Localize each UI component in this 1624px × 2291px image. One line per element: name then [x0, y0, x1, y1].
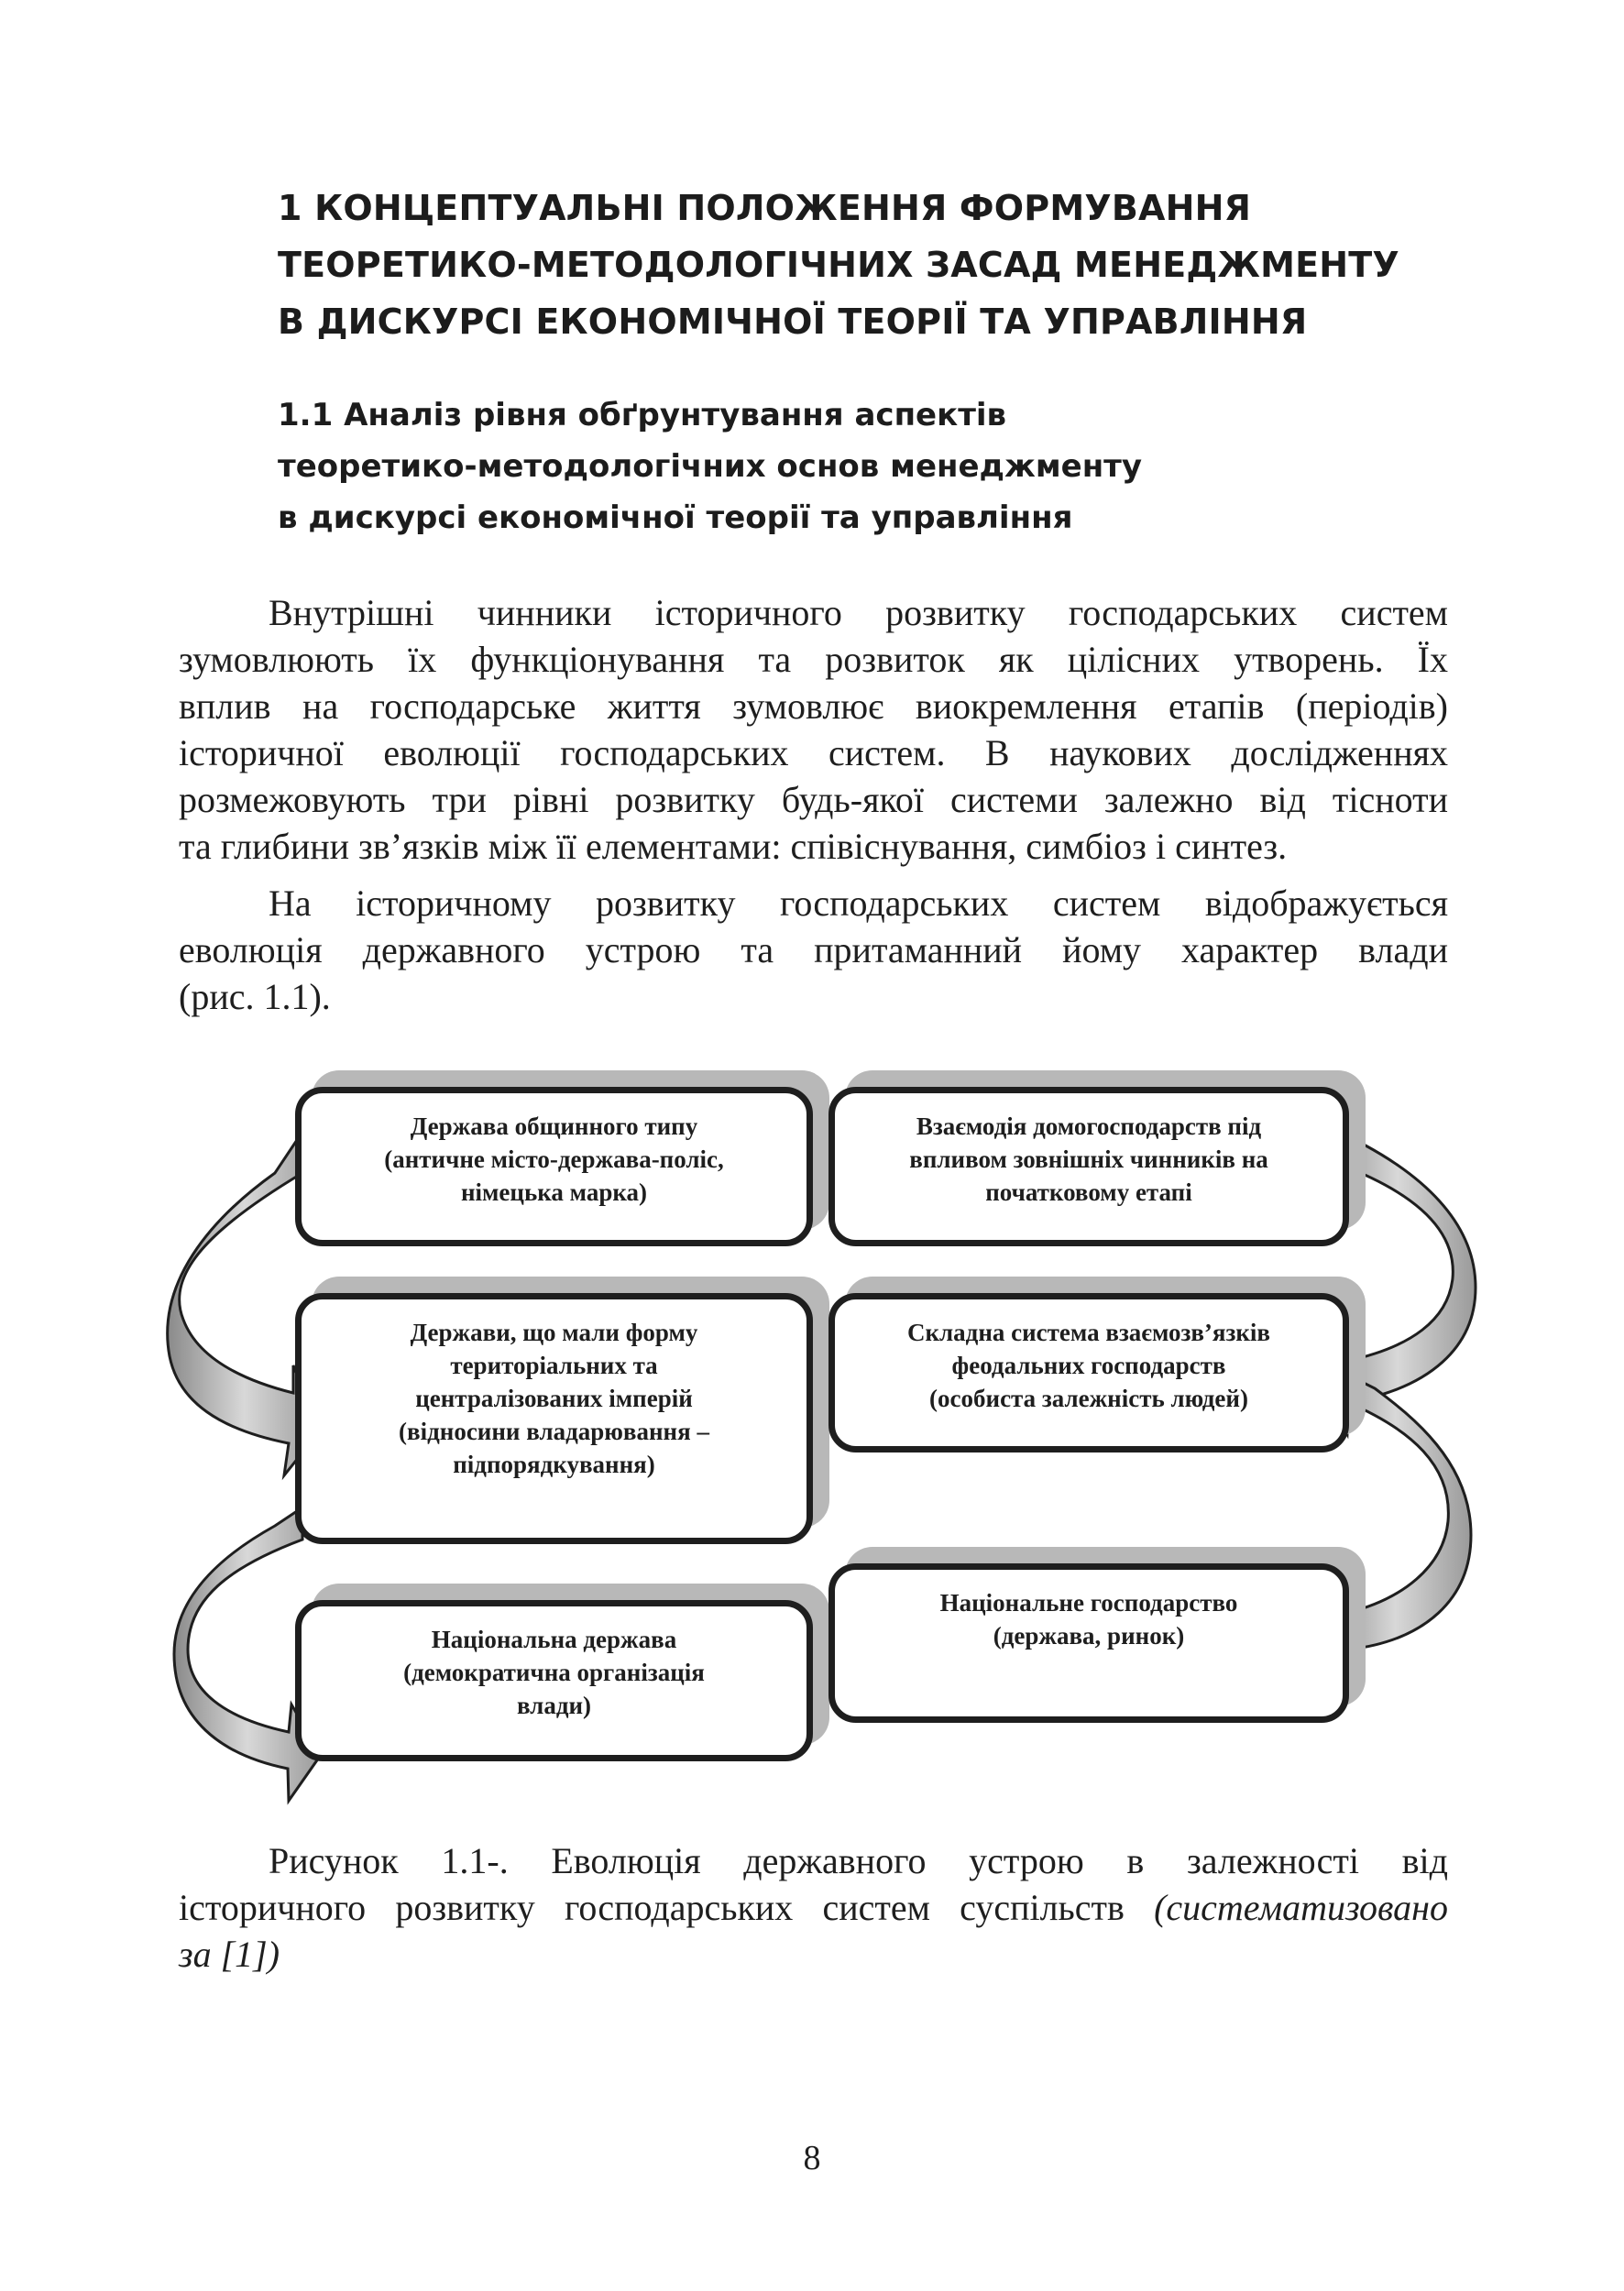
- chapter-title-line: ТЕОРЕТИКО-МЕТОДОЛОГІЧНИХ ЗАСАД МЕНЕДЖМЕН…: [278, 245, 1399, 285]
- chapter-title-line: В ДИСКУРСІ ЕКОНОМІЧНОЇ ТЕОРІЇ ТА УПРАВЛІ…: [278, 301, 1308, 342]
- diagram-box-national-state: Національна держава (демократична органі…: [295, 1600, 813, 1761]
- box-label: Держава общинного типу (античне місто-де…: [384, 1113, 724, 1206]
- caption-line: за [1]): [179, 1931, 1448, 1978]
- diagram-box-national-economy: Національне господарство (держава, ринок…: [828, 1563, 1349, 1723]
- body-paragraph: Внутрішні чинники історичного розвитку г…: [179, 589, 1448, 870]
- box-label: Взаємодія домогосподарств під впливом зо…: [909, 1113, 1268, 1206]
- body-paragraph: На історичному розвитку господарських си…: [179, 880, 1448, 1020]
- section-title: 1.1 Аналіз рівня обґрунтування аспектів …: [278, 389, 1469, 543]
- chapter-title: 1 КОНЦЕПТУАЛЬНІ ПОЛОЖЕННЯ ФОРМУВАННЯ ТЕО…: [278, 180, 1469, 350]
- paragraph-line: зумовлюють їх функціонування та розвиток…: [179, 639, 1448, 680]
- diagram-box-feudal-system: Складна система взаємозв’язків феодальни…: [828, 1293, 1349, 1452]
- diagram-box-state-communal: Держава общинного типу (античне місто-де…: [295, 1087, 813, 1246]
- box-label: Складна система взаємозв’язків феодальни…: [906, 1319, 1271, 1412]
- page-number: 8: [803, 2139, 821, 2177]
- paragraph-line: На історичному розвитку господарських си…: [269, 882, 1448, 924]
- chapter-title-line: 1 КОНЦЕПТУАЛЬНІ ПОЛОЖЕННЯ ФОРМУВАННЯ: [278, 188, 1252, 228]
- section-title-line: в дискурсі економічної теорії та управлі…: [278, 499, 1073, 536]
- figure-caption: Рисунок 1.1-. Еволюція державного устрою…: [179, 1837, 1448, 1978]
- paragraph-line: еволюція державного устрою та притаманни…: [179, 929, 1448, 970]
- diagram-box-territorial-empires: Держави, що мали форму територіальних та…: [295, 1293, 813, 1544]
- paragraph-line: та глибини зв’язків між її елементами: с…: [179, 826, 1288, 867]
- caption-source: (систематизовано: [1154, 1887, 1448, 1928]
- paragraph-line: (рис. 1.1).: [179, 976, 331, 1017]
- box-label: Держави, що мали форму територіальних та…: [399, 1319, 709, 1478]
- box-label: Національне господарство (держава, ринок…: [939, 1589, 1238, 1650]
- caption-source: за [1]): [179, 1934, 280, 1975]
- section-title-line: 1.1 Аналіз рівня обґрунтування аспектів: [278, 397, 1007, 433]
- box-label: Національна держава (демократична органі…: [403, 1626, 705, 1719]
- caption-text: історичного розвитку господарських систе…: [179, 1887, 1155, 1928]
- paragraph-line: вплив на господарське життя зумовлює вио…: [179, 685, 1448, 727]
- caption-line: історичного розвитку господарських систе…: [179, 1884, 1448, 1931]
- paragraph-line: Внутрішні чинники історичного розвитку г…: [269, 592, 1448, 633]
- diagram-box-households-interaction: Взаємодія домогосподарств під впливом зо…: [828, 1087, 1349, 1246]
- caption-line: Рисунок 1.1-. Еволюція державного устрою…: [269, 1840, 1448, 1881]
- section-title-line: теоретико-методологічних основ менеджмен…: [278, 448, 1143, 485]
- paragraph-line: історичної еволюції господарських систем…: [179, 732, 1448, 773]
- paragraph-line: розмежовують три рівні розвитку будь-яко…: [179, 779, 1448, 820]
